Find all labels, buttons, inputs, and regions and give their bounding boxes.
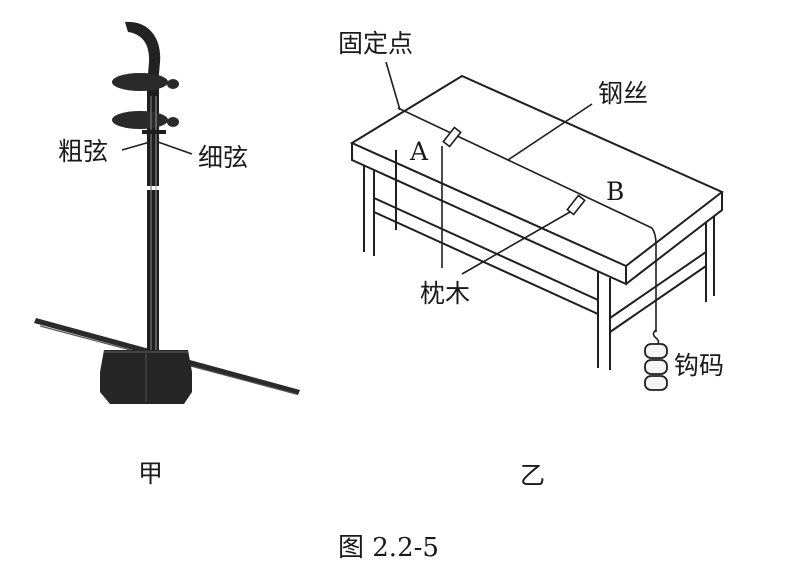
sonometer-illustration — [349, 61, 724, 391]
fixed-point-label: 固定点 — [338, 29, 413, 58]
point-b-label: B — [606, 177, 624, 206]
steel-wire-leader — [507, 103, 593, 161]
table-stretcher-side — [609, 251, 707, 333]
weights-label: 钩码 — [674, 351, 724, 380]
hook-weight-2 — [644, 359, 668, 375]
table-front-edge — [351, 143, 627, 286]
figure-caption: 图 2.2-5 — [338, 533, 439, 563]
steel-wire-hanging — [651, 227, 657, 332]
table-side-edge — [625, 192, 723, 285]
table-stretcher-front — [373, 197, 599, 315]
tuning-peg-upper-end — [167, 79, 179, 89]
tuning-peg-lower — [112, 111, 168, 129]
table-leg-front-left — [363, 166, 375, 256]
hook-weight-1 — [644, 343, 668, 359]
tuning-peg-upper — [112, 73, 168, 91]
thick-string-leader — [121, 141, 151, 151]
thick-string-label: 粗弦 — [58, 137, 108, 166]
erhu-nut — [142, 130, 166, 134]
bridge-label: 枕木 — [420, 279, 470, 308]
fixed-point-leader — [385, 61, 401, 111]
erhu-neck-band — [146, 186, 160, 190]
hook-weight-3 — [644, 375, 668, 391]
figure-a-label: 甲 — [138, 459, 163, 488]
bridge-a — [442, 126, 462, 148]
erhu-scroll — [125, 21, 161, 87]
figure-b-label: 乙 — [520, 461, 545, 490]
bridge-b — [566, 194, 586, 216]
table-top — [349, 74, 724, 268]
bridge-b-leader — [461, 211, 571, 275]
table-leg-back-right — [705, 216, 715, 302]
thin-string-label: 细弦 — [198, 143, 248, 172]
tuning-peg-lower-end — [167, 117, 179, 127]
erhu-illustration — [34, 21, 300, 404]
steel-wire-label: 钢丝 — [598, 79, 648, 108]
point-a-label: A — [409, 137, 429, 166]
thin-string-leader — [157, 141, 193, 155]
table-leg-front-right — [597, 272, 611, 370]
steel-wire — [397, 107, 653, 229]
